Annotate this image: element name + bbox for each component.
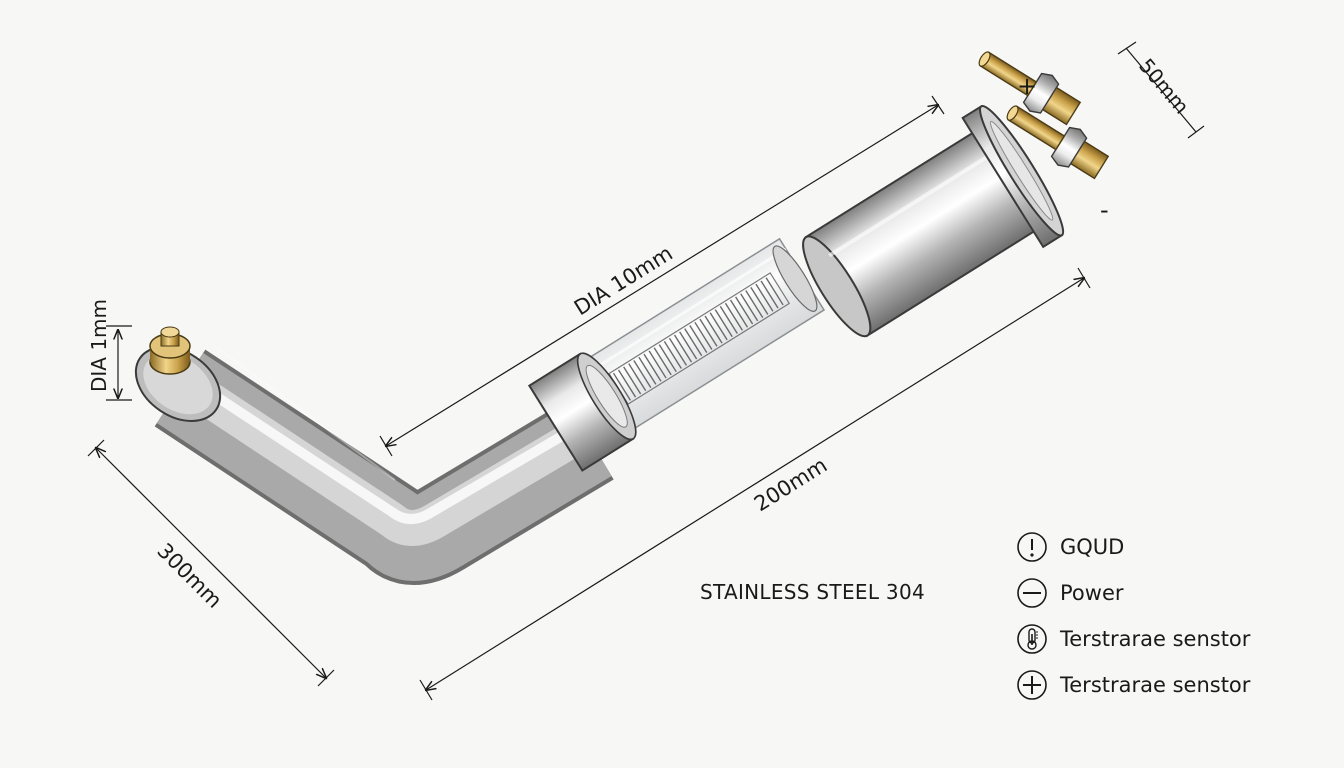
terminal-negative bbox=[1006, 105, 1110, 180]
label-positive: + bbox=[1017, 72, 1037, 100]
steel-housing bbox=[802, 104, 1065, 338]
legend-label: Terstrarae senstor bbox=[1060, 673, 1251, 697]
legend-item: Power bbox=[1016, 570, 1250, 616]
minus-circle-icon bbox=[1017, 578, 1047, 608]
material-label: STAINLESS STEEL 304 bbox=[700, 580, 925, 604]
legend-label: Terstrarae senstor bbox=[1060, 627, 1251, 651]
heating-coil bbox=[612, 277, 784, 401]
terminal-positive bbox=[978, 51, 1082, 126]
tip-terminal bbox=[149, 326, 191, 375]
exclamation-circle-icon bbox=[1017, 532, 1047, 562]
legend-item: Terstrarae senstor bbox=[1016, 616, 1250, 662]
thermometer-circle-icon bbox=[1017, 624, 1047, 654]
label-straight-length: 200mm bbox=[750, 453, 831, 516]
dimension-lines bbox=[87, 41, 1205, 701]
label-terminal-length: 50mm bbox=[1134, 54, 1194, 119]
legend-item: GQUD bbox=[1016, 524, 1250, 570]
label-negative: - bbox=[1100, 196, 1109, 224]
label-tube-diameter: DIA 10mm bbox=[570, 241, 677, 320]
plus-circle-icon bbox=[1017, 670, 1047, 700]
heater-tube bbox=[134, 326, 614, 585]
label-tip-diameter: DIA 1mm bbox=[87, 299, 111, 392]
glass-section bbox=[527, 237, 826, 472]
legend-label: Power bbox=[1060, 581, 1124, 605]
legend-label: GQUD bbox=[1060, 535, 1125, 559]
legend-item: Terstrarae senstor bbox=[1016, 662, 1250, 708]
label-total-length: 300mm bbox=[152, 539, 226, 613]
legend: GQUD Power Terstrarae senstor Terstrarae… bbox=[1016, 524, 1250, 708]
